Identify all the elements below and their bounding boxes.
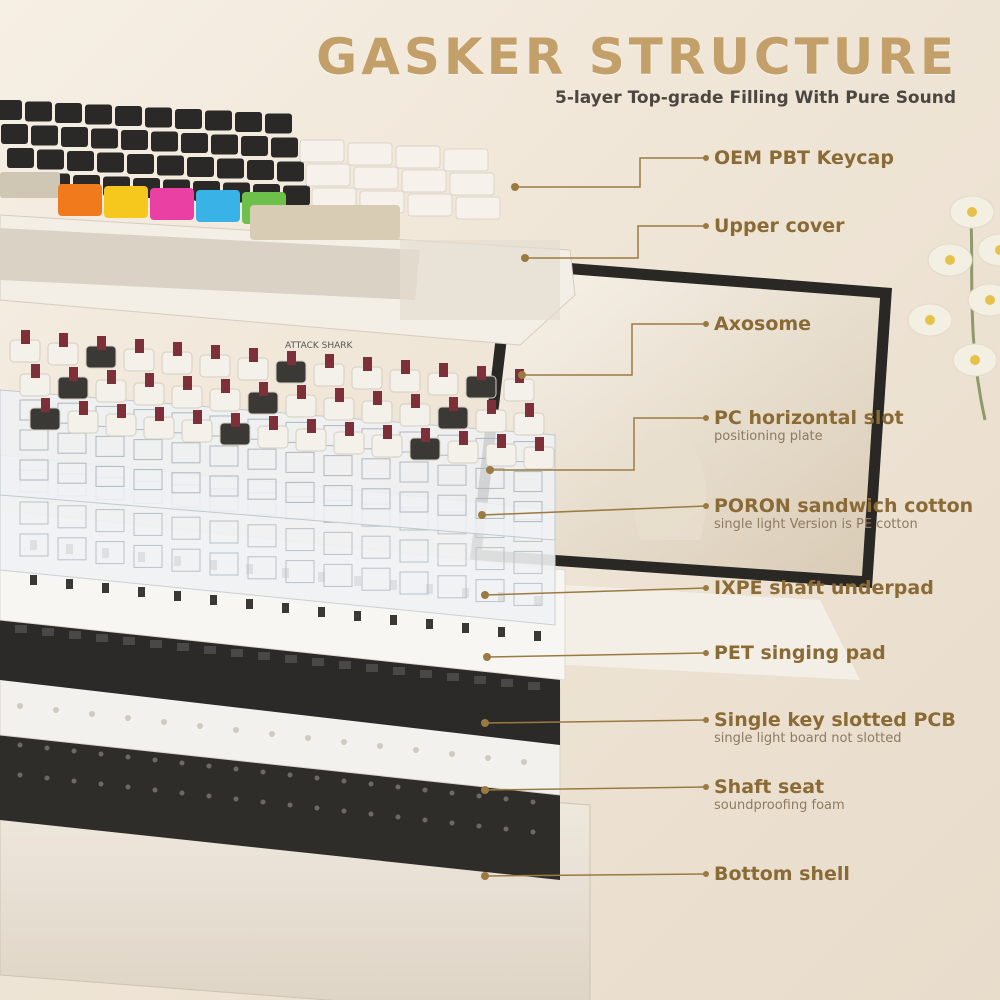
leader-end-6: [703, 585, 709, 591]
leader-end-9: [703, 784, 709, 790]
leader-dot-4: [486, 466, 494, 474]
background-flower: [907, 195, 1000, 421]
leader-dot-3: [518, 371, 526, 379]
layer-name: OEM PBT Keycap: [714, 147, 894, 169]
leader-dot-8: [481, 719, 489, 727]
layer-note: soundproofing foam: [714, 798, 845, 813]
page-title: GASKER STRUCTURE: [316, 28, 958, 86]
layer-name: Bottom shell: [714, 863, 850, 885]
layer-label-6: IXPE shaft underpad: [714, 577, 934, 599]
leader-dot-6: [481, 591, 489, 599]
layer-label-10: Bottom shell: [714, 863, 850, 885]
leader-line-5: [481, 505, 707, 516]
leader-line-6: [484, 587, 707, 596]
layer-note: single light board not slotted: [714, 731, 902, 746]
layer-upper-cover: ATTACK SHARK: [0, 214, 576, 351]
leader-line-3: [522, 323, 706, 376]
layer-name: Axosome: [714, 313, 812, 335]
layer-name: Single key slotted PCB: [714, 709, 956, 731]
layer-note: single light Version is PE cotton: [714, 517, 918, 532]
layer-name: PET singing pad: [714, 642, 886, 664]
layer-label-3: Axosome: [714, 313, 811, 335]
layer-name: Upper cover: [714, 215, 845, 237]
background-tablet: [470, 258, 892, 588]
leader-line-8: [484, 719, 707, 724]
leader-line-4: [490, 417, 706, 471]
leader-line-9: [484, 786, 707, 791]
layer-name: PORON sandwich cotton: [714, 495, 974, 517]
leader-line-10: [484, 873, 707, 877]
layer-keycaps: [0, 100, 501, 240]
leader-end-10: [703, 871, 709, 877]
leader-dot-5: [478, 511, 486, 519]
leader-line-1: [515, 157, 706, 188]
layer-name: Shaft seat: [714, 776, 825, 798]
leader-dot-1: [511, 183, 519, 191]
layer-label-1: OEM PBT Keycap: [714, 147, 894, 169]
leader-end-4: [703, 415, 709, 421]
page-subtitle: 5-layer Top-grade Filling With Pure Soun…: [555, 88, 956, 108]
layer-switches: [9, 330, 555, 470]
leader-dot-10: [481, 872, 489, 880]
leader-end-1: [703, 155, 709, 161]
leader-end-2: [703, 223, 709, 229]
leader-end-7: [703, 650, 709, 656]
leader-dot-9: [481, 786, 489, 794]
leader-dot-2: [521, 254, 529, 262]
layer-name: IXPE shaft underpad: [714, 577, 934, 599]
leader-line-7: [486, 652, 707, 658]
layer-name: PC horizontal slot: [714, 407, 904, 429]
layer-label-2: Upper cover: [714, 215, 844, 237]
leader-end-8: [703, 717, 709, 723]
layer-label-7: PET singing pad: [714, 642, 886, 664]
leader-end-5: [703, 503, 709, 509]
leader-dot-7: [483, 653, 491, 661]
leader-end-3: [703, 321, 709, 327]
brand-logo-text: ATTACK SHARK: [285, 341, 354, 351]
layer-note: positioning plate: [714, 429, 823, 444]
leader-line-2: [525, 225, 706, 259]
